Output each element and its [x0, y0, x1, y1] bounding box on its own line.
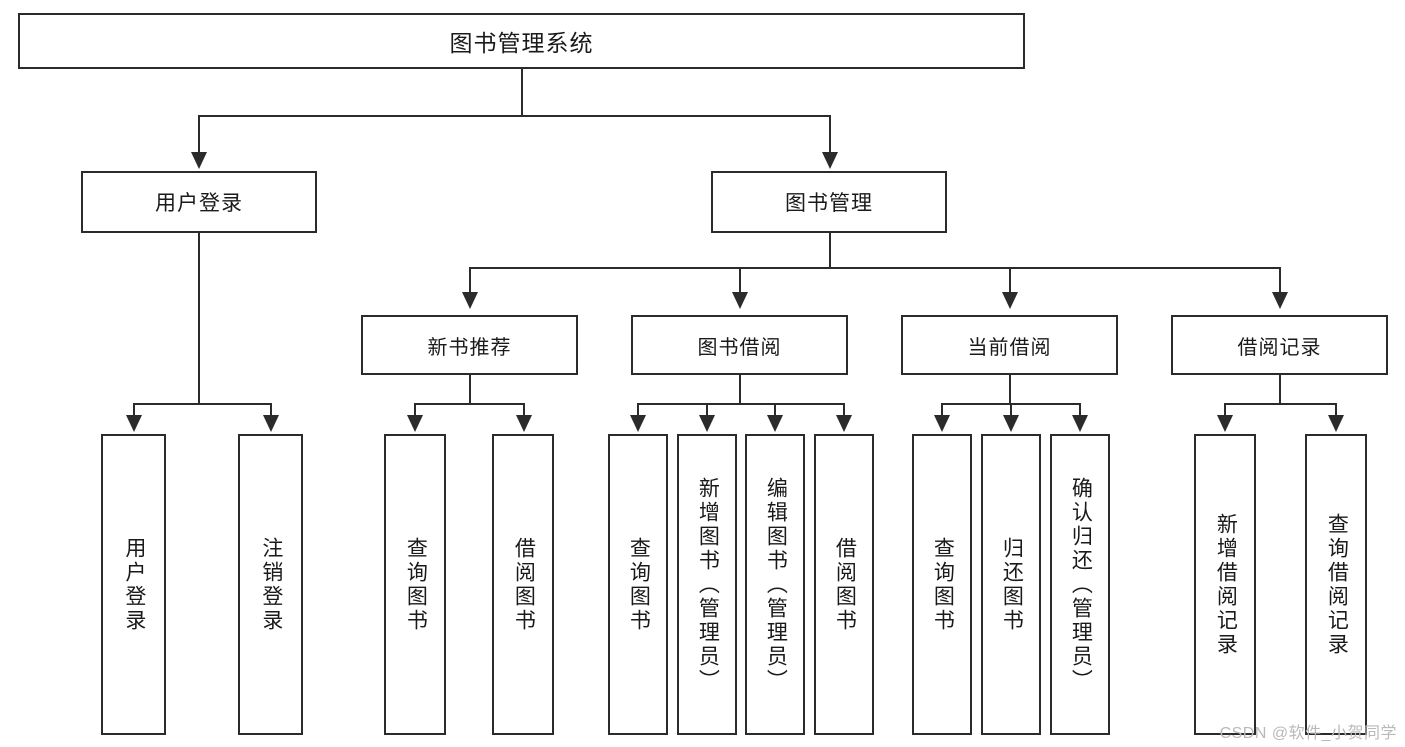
leaf-current-borrow-return-book[interactable]: 归还图书 — [981, 434, 1041, 735]
connector-drop-new-book — [469, 267, 471, 295]
node-book-management[interactable]: 图书管理 — [711, 171, 947, 233]
connector-drop-book-management — [829, 115, 831, 155]
node-label: 当前借阅 — [967, 336, 1052, 359]
arrowhead-book-borrow — [732, 292, 748, 309]
arrowhead-book-management — [822, 152, 838, 169]
leaf-book-borrow-add-book-admin[interactable]: 新增图书（管理员） — [677, 434, 737, 735]
connector-user-login-stem — [198, 233, 200, 405]
leaf-new-book-borrow-book[interactable]: 借阅图书 — [492, 434, 554, 735]
connector-drop-leaf-book-borrow-2 — [706, 403, 708, 419]
leaf-current-borrow-confirm-return-admin[interactable]: 确认归还（管理员） — [1050, 434, 1110, 735]
connector-user-login-bus — [133, 403, 271, 405]
arrowhead-leaf-current-borrow-2 — [1003, 415, 1019, 432]
node-borrow-record[interactable]: 借阅记录 — [1171, 315, 1388, 375]
leaf-book-borrow-query-book[interactable]: 查询图书 — [608, 434, 668, 735]
connector-drop-leaf-user-login-1 — [133, 403, 135, 419]
arrowhead-leaf-book-borrow-1 — [630, 415, 646, 432]
node-label: 确认归还（管理员） — [1069, 476, 1093, 693]
node-label: 查询图书 — [627, 536, 651, 633]
connector-borrow-record-bus — [1224, 403, 1336, 405]
node-book-borrow[interactable]: 图书借阅 — [631, 315, 848, 375]
arrowhead-leaf-current-borrow-1 — [934, 415, 950, 432]
node-label: 注销登录 — [259, 536, 283, 633]
leaf-borrow-record-add-record[interactable]: 新增借阅记录 — [1194, 434, 1256, 735]
arrowhead-leaf-user-login-2 — [263, 415, 279, 432]
connector-level3-bus — [469, 267, 1280, 269]
node-label: 图书管理 — [785, 192, 873, 215]
arrowhead-borrow-record — [1272, 292, 1288, 309]
arrowhead-user-login — [191, 152, 207, 169]
node-new-book-recommend[interactable]: 新书推荐 — [361, 315, 578, 375]
connector-drop-leaf-book-borrow-1 — [637, 403, 639, 419]
leaf-book-borrow-borrow-book[interactable]: 借阅图书 — [814, 434, 874, 735]
connector-drop-leaf-borrow-record-1 — [1224, 403, 1226, 419]
connector-book-management-stem — [829, 233, 831, 268]
node-label: 新书推荐 — [427, 336, 512, 359]
node-label: 图书借阅 — [697, 336, 782, 359]
arrowhead-leaf-book-borrow-2 — [699, 415, 715, 432]
connector-root-stem — [521, 69, 523, 116]
leaf-user-login-logout[interactable]: 注销登录 — [238, 434, 303, 735]
connector-new-book-stem — [469, 375, 471, 405]
node-label: 查询图书 — [404, 536, 428, 633]
leaf-borrow-record-query-record[interactable]: 查询借阅记录 — [1305, 434, 1367, 735]
connector-current-borrow-stem — [1009, 375, 1011, 405]
node-label: 借阅记录 — [1237, 336, 1322, 359]
leaf-new-book-query-book[interactable]: 查询图书 — [384, 434, 446, 735]
node-label: 归还图书 — [1000, 536, 1024, 633]
node-label: 查询借阅记录 — [1325, 512, 1349, 657]
connector-book-borrow-stem — [739, 375, 741, 405]
connector-new-book-bus — [414, 403, 524, 405]
arrowhead-leaf-borrow-record-2 — [1328, 415, 1344, 432]
arrowhead-current-borrow — [1002, 292, 1018, 309]
arrowhead-leaf-book-borrow-4 — [836, 415, 852, 432]
node-label: 借阅图书 — [833, 536, 857, 633]
arrowhead-leaf-new-book-1 — [407, 415, 423, 432]
connector-level2-bus — [198, 115, 830, 117]
node-label: 编辑图书（管理员） — [764, 476, 788, 693]
connector-drop-leaf-current-borrow-3 — [1079, 403, 1081, 419]
connector-borrow-record-stem — [1279, 375, 1281, 405]
arrowhead-leaf-borrow-record-1 — [1217, 415, 1233, 432]
connector-drop-user-login — [198, 115, 200, 155]
arrowhead-leaf-new-book-2 — [516, 415, 532, 432]
arrowhead-new-book — [462, 292, 478, 309]
node-label: 新增借阅记录 — [1214, 512, 1238, 657]
node-label: 借阅图书 — [512, 536, 536, 633]
arrowhead-leaf-current-borrow-3 — [1072, 415, 1088, 432]
connector-drop-leaf-new-book-2 — [523, 403, 525, 419]
connector-drop-leaf-user-login-2 — [270, 403, 272, 419]
connector-book-borrow-bus — [637, 403, 845, 405]
node-label: 用户登录 — [122, 536, 146, 633]
node-label: 用户登录 — [155, 192, 243, 215]
node-current-borrow[interactable]: 当前借阅 — [901, 315, 1118, 375]
connector-drop-leaf-current-borrow-2 — [1010, 403, 1012, 419]
connector-drop-borrow-record — [1279, 267, 1281, 295]
connector-drop-book-borrow — [739, 267, 741, 295]
connector-drop-leaf-book-borrow-3 — [774, 403, 776, 419]
leaf-current-borrow-query-book[interactable]: 查询图书 — [912, 434, 972, 735]
watermark-text: CSDN @软件_小贺同学 — [1219, 725, 1397, 742]
leaf-book-borrow-edit-book-admin[interactable]: 编辑图书（管理员） — [745, 434, 805, 735]
connector-drop-leaf-current-borrow-1 — [941, 403, 943, 419]
node-user-login[interactable]: 用户登录 — [81, 171, 317, 233]
arrowhead-leaf-user-login-1 — [126, 415, 142, 432]
connector-drop-leaf-new-book-1 — [414, 403, 416, 419]
node-label: 新增图书（管理员） — [696, 476, 720, 693]
node-root-book-management-system[interactable]: 图书管理系统 — [18, 13, 1025, 69]
node-label: 图书管理系统 — [449, 30, 594, 56]
connector-drop-leaf-borrow-record-2 — [1335, 403, 1337, 419]
connector-drop-leaf-book-borrow-4 — [843, 403, 845, 419]
node-label: 查询图书 — [931, 536, 955, 633]
leaf-user-login-login[interactable]: 用户登录 — [101, 434, 166, 735]
connector-drop-current-borrow — [1009, 267, 1011, 295]
arrowhead-leaf-book-borrow-3 — [767, 415, 783, 432]
